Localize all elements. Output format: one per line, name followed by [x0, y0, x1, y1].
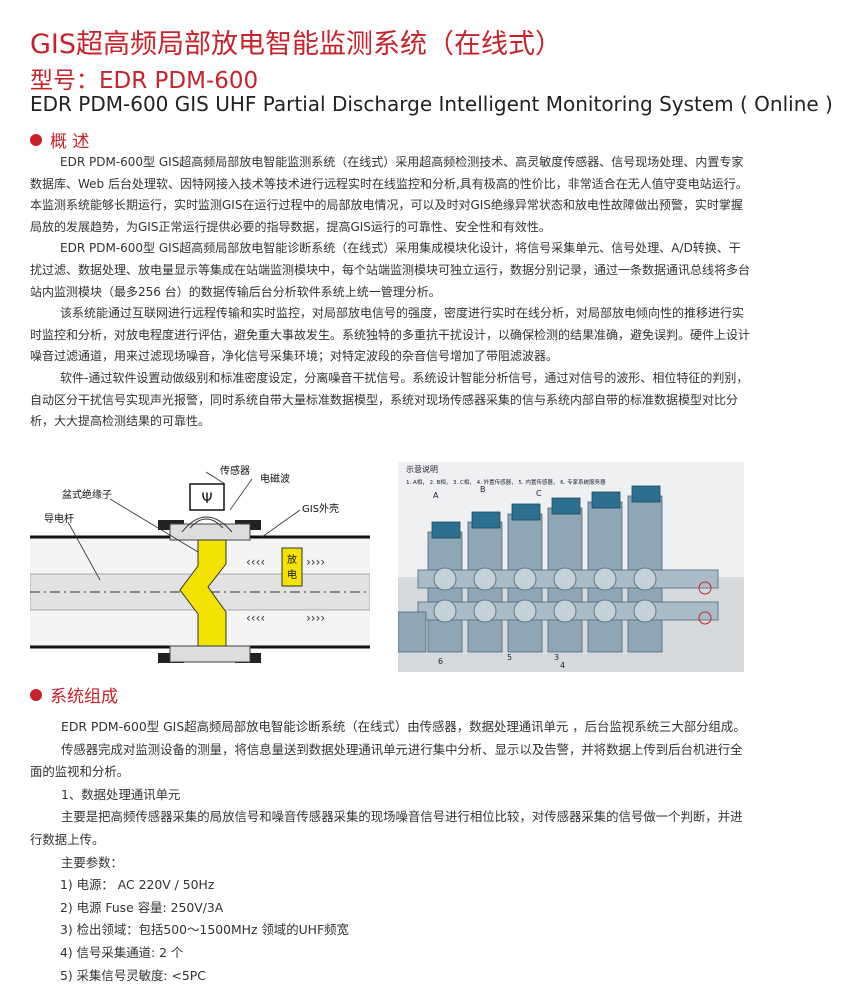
antenna-icon: Ψ [201, 491, 212, 507]
flange-ring [633, 599, 657, 623]
flange-bottom [169, 645, 251, 663]
gis-shell-label: GIS外壳 [302, 502, 339, 515]
wave-arrows-right: ›››› [306, 555, 325, 569]
leader-line [67, 521, 101, 581]
flange-ring [473, 599, 497, 623]
leader-line [229, 478, 253, 511]
monitor-unit [471, 511, 501, 529]
overview-paragraph: EDR PDM-600型 GIS超高频局部放电智能诊断系统（在线式）采用集成模块… [30, 241, 751, 299]
discharge-box [281, 547, 303, 587]
em-wave-arc [189, 518, 224, 529]
flange-ring [553, 567, 577, 591]
photo-marker: 4 [560, 661, 565, 670]
equipment-photo-svg: 示意说明 1. A相， 2. B相， 3. C相， 4. 外置传感器， 5. 内… [397, 462, 744, 672]
leader-line [205, 471, 226, 485]
wave-arrows-left: ‹‹‹‹ [246, 611, 265, 625]
insulator-label: 盆式绝缘子 [62, 488, 112, 501]
param-item: 4) 信号采集通道: 2 个 [60, 944, 184, 960]
gis-tower [427, 531, 463, 653]
photo-marker: 5 [507, 653, 512, 662]
flange-ring [593, 599, 617, 623]
monitor-unit [431, 521, 461, 539]
photo-marker: C [536, 489, 542, 498]
sensor-ring [698, 581, 712, 595]
composition-heading-label: 系统组成 [50, 687, 118, 707]
subsection-title: 1、数据处理通讯单元 [61, 786, 181, 802]
expert-server [397, 611, 427, 653]
overview-paragraph: 软件-通过软件设置动做级别和标准密度设定，分离噪音干扰信号。系统设计智能分析信号… [30, 370, 749, 429]
monitor-unit [591, 491, 621, 509]
conductor-label: 导电杆 [44, 512, 74, 525]
monitor-unit [551, 497, 581, 515]
bullet-dot-icon [30, 134, 42, 146]
flange-ring [433, 599, 457, 623]
overview-heading-label: 概 述 [50, 132, 90, 152]
equipment-photo: 示意说明 1. A相， 2. B相， 3. C相， 4. 外置传感器， 5. 内… [397, 462, 744, 672]
flange-ring [633, 567, 657, 591]
photo-marker: 6 [438, 657, 443, 666]
param-item: 2) 电源 Fuse 容量: 250V/3A [60, 899, 224, 915]
wave-arrows-right: ›››› [306, 611, 325, 625]
param-item: 5) 采集信号灵敏度: <5PC [60, 967, 206, 983]
flange-ring [513, 599, 537, 623]
wave-arrows-left: ‹‹‹‹ [246, 555, 265, 569]
em-wave-label: 电磁波 [260, 472, 290, 485]
photo-marker: B [480, 485, 486, 494]
photo-legend-text: 1. A相， 2. B相， 3. C相， 4. 外置传感器， 5. 内置传感器，… [406, 478, 606, 486]
page-title: GIS超高频局部放电智能监测系统（在线式） [30, 29, 563, 60]
composition-paragraph: 传感器完成对监测设备的测量，将信息量送到数据处理通讯单元进行集中分析、显示以及告… [30, 741, 743, 780]
params-title: 主要参数： [61, 854, 123, 870]
discharge-label-char: 电 [287, 568, 297, 581]
overview-paragraph: EDR PDM-600型 GIS超高频局部放电智能监测系统（在线式）采用超高频检… [30, 155, 748, 234]
leader-line [261, 509, 301, 538]
em-wave-arc [181, 516, 233, 533]
basin-insulator [179, 539, 227, 647]
flange-ring [473, 567, 497, 591]
overview-paragraph: 该系统能通过互联网进行远程传输和实时监控，对局部放电信号的强度，密度进行实时在线… [30, 306, 751, 364]
photo-legend-title: 示意说明 [406, 464, 438, 474]
monitor-unit [511, 503, 541, 521]
composition-body: EDR PDM-600型 GIS超高频局部放电智能诊断系统（在线式）由传感器，数… [30, 716, 750, 987]
sensor-label: 传感器 [220, 464, 250, 477]
photo-marker: A [433, 491, 439, 500]
english-title: EDR PDM-600 GIS UHF Partial Discharge In… [30, 92, 833, 116]
leader-line [109, 498, 199, 553]
param-item: 1) 电源： AC 220V / 50Hz [60, 877, 215, 893]
composition-intro: EDR PDM-600型 GIS超高频局部放电智能诊断系统（在线式）由传感器，数… [61, 719, 746, 734]
flange-ring [553, 599, 577, 623]
discharge-label-char: 放 [287, 553, 297, 566]
photo-marker: 3 [554, 653, 559, 662]
gis-diagram: Ψ 放 电 ‹‹‹‹ ›››› ‹‹‹‹ ›››› 传感器 电磁波 盆式绝缘子 … [29, 462, 371, 667]
subsection-description: 主要是把高频传感器采集的局放信号和噪音传感器采集的现场噪音信号进行相位比较，对传… [30, 809, 743, 847]
composition-heading: 系统组成 [30, 682, 118, 707]
bullet-dot-icon [30, 689, 42, 701]
overview-body: EDR PDM-600型 GIS超高频局部放电智能监测系统（在线式）采用超高频检… [30, 152, 750, 433]
param-item: 3) 检出领域：包括500～1500MHz 领域的UHF频宽 [60, 922, 349, 938]
monitor-unit [631, 485, 661, 503]
model-number: 型号：EDR PDM-600 [30, 68, 259, 94]
sensor-ring [698, 611, 712, 625]
overview-heading: 概 述 [30, 127, 89, 152]
flange-ring [593, 567, 617, 591]
sensor-box [189, 483, 225, 511]
gis-diagram-svg: Ψ 放 电 ‹‹‹‹ ›››› ‹‹‹‹ ›››› 传感器 电磁波 盆式绝缘子 … [29, 464, 371, 663]
flange-ring [433, 567, 457, 591]
flange-ring [513, 567, 537, 591]
